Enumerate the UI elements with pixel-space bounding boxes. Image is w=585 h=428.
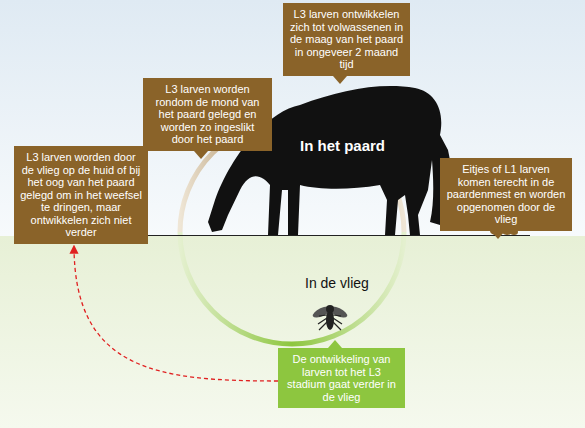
ring-fly-half — [180, 232, 404, 344]
callout-pointer — [333, 76, 347, 84]
box-text: L3 larven worden door de vlieg op de hui… — [20, 151, 142, 239]
region-label: In de vlieg — [305, 275, 369, 291]
box-text: L3 larven worden rondom de mond van het … — [149, 83, 266, 146]
horse-stage-box: L3 larven ontwikkelen zich tot volwassen… — [283, 3, 410, 76]
grass — [0, 236, 585, 428]
dashed-arrow — [74, 246, 278, 382]
box-text: Eitjes of L1 larven komen terecht in de … — [446, 163, 566, 226]
callout-pointer — [194, 151, 208, 159]
region-label: In het paard — [300, 137, 385, 154]
ground-line — [140, 235, 530, 236]
horse-stage-box: L3 larven worden rondom de mond van het … — [143, 78, 272, 151]
horse-stage-box: Eitjes of L1 larven komen terecht in de … — [440, 158, 572, 231]
box-text: De ontwikkeling van larven tot het L3 st… — [284, 353, 399, 403]
box-text: L3 larven ontwikkelen zich tot volwassen… — [289, 8, 404, 71]
callout-pointer — [491, 231, 505, 239]
callout-pointer — [328, 340, 342, 348]
fly-icon — [311, 304, 349, 330]
fly-stage-box: De ontwikkeling van larven tot het L3 st… — [278, 348, 405, 408]
horse-stage-box: L3 larven worden door de vlieg op de hui… — [14, 146, 148, 244]
